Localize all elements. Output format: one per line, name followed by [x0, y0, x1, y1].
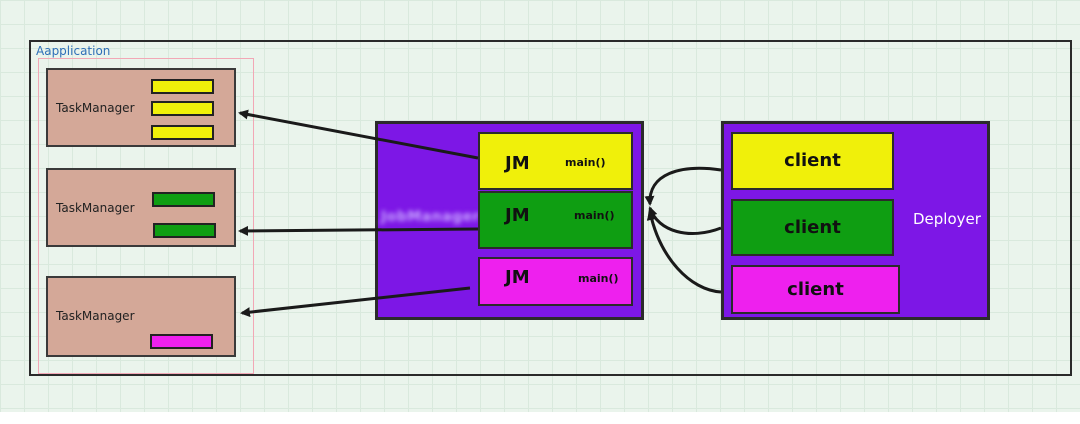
- task-manager-2: TaskManager: [46, 168, 236, 247]
- client-green: client: [731, 199, 894, 256]
- client-magenta: client: [731, 265, 900, 314]
- task-manager-2-label: TaskManager: [56, 201, 135, 215]
- application-frame: [29, 40, 1072, 376]
- slot-yellow-2: [151, 101, 214, 116]
- task-manager-group: [38, 58, 254, 374]
- job-manager-label: JobManager: [381, 209, 481, 225]
- client-green-label: client: [784, 217, 841, 238]
- task-manager-3-label: TaskManager: [56, 309, 135, 323]
- client-yellow-label: client: [784, 150, 841, 171]
- deployer-label: Deployer: [913, 210, 981, 228]
- jm-cell-green-main: main(): [574, 209, 615, 222]
- jm-cell-yellow-jm: JM: [505, 153, 530, 174]
- slot-green-2: [153, 223, 216, 238]
- application-label: Aapplication: [36, 44, 111, 58]
- arrow-jm-green-to-tm2: [238, 225, 479, 236]
- slot-yellow-1: [151, 79, 214, 94]
- arrow-client-magenta-to-jm: [646, 210, 722, 294]
- slot-green-1: [152, 192, 215, 207]
- task-manager-1-label: TaskManager: [56, 101, 135, 115]
- jm-cell-magenta-jm: JM: [505, 267, 530, 288]
- jm-cell-yellow-main: main(): [565, 156, 606, 169]
- jm-cell-green: JM main(): [478, 191, 633, 249]
- client-yellow: client: [731, 132, 894, 190]
- client-magenta-label: client: [787, 279, 844, 300]
- jm-cell-yellow: JM main(): [478, 132, 633, 190]
- task-manager-3: TaskManager: [46, 276, 236, 357]
- arrow-client-green-to-jm: [647, 206, 722, 236]
- jm-cell-magenta-main: main(): [578, 272, 619, 285]
- slot-yellow-3: [151, 125, 214, 140]
- arrow-client-yellow-to-jm: [644, 166, 722, 206]
- arrow-jm-magenta-to-tm3: [240, 286, 471, 318]
- slot-magenta-1: [150, 334, 213, 349]
- jm-cell-green-jm: JM: [505, 205, 530, 226]
- arrow-jm-yellow-to-tm1: [238, 109, 479, 160]
- jm-cell-magenta: JM main(): [478, 257, 633, 306]
- task-manager-1: TaskManager: [46, 68, 236, 147]
- bottom-strip: [0, 412, 1080, 424]
